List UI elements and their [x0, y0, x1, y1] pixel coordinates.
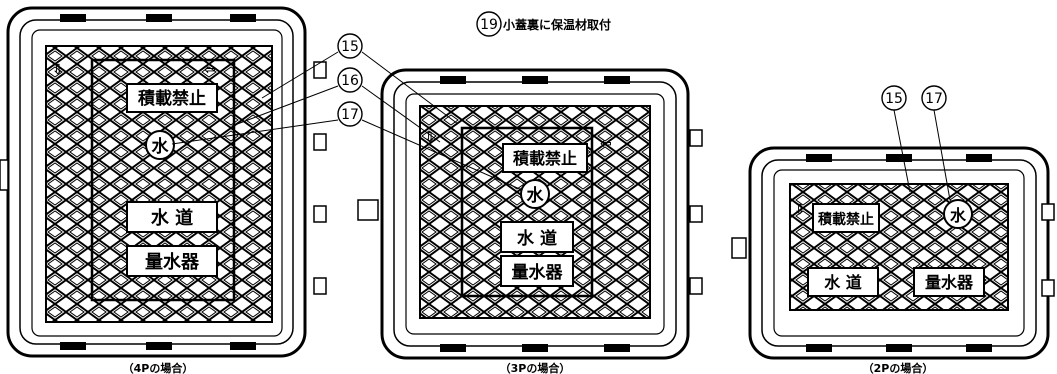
box-3p-water-symbol-ring: [520, 179, 550, 209]
callout-17-circle: [337, 101, 363, 127]
box-2p-plate-no-load-bg: [812, 203, 880, 233]
box-3p-rim: [405, 93, 665, 335]
box-4p-plate-meter-bg: [126, 245, 218, 277]
box-4p-down-arrow: ⇩: [52, 62, 64, 78]
box-4p-plate-no-load: 積載禁止: [138, 88, 206, 109]
box-3p: ⇩ ⇦ 積載禁止 水 水 道 量水器 （3Pの場合）: [357, 68, 703, 374]
box-2p-plate-water-supply: 水 道: [824, 273, 862, 292]
box-4p-plate-meter: 量水器: [145, 251, 200, 273]
box-4p-top-tabs: [60, 14, 256, 350]
box-3p-left-arrow: ⇦: [600, 136, 612, 152]
caption-2p: （2Pの場合）: [863, 361, 934, 374]
box-2p: ⇩ 積載禁止 水 水 道 量水器 （2Pの場合）: [731, 146, 1055, 374]
box-4p-water-symbol: 水: [152, 136, 170, 157]
callout-2p-17: 17: [925, 91, 943, 107]
callout-16-circle: [337, 67, 363, 93]
box-3p-outer-frame: [380, 68, 690, 360]
caption-4p: （4Pの場合）: [123, 361, 194, 374]
box-2p-plate-meter: 量水器: [925, 273, 974, 292]
box-4p-water-symbol-ring: [145, 130, 175, 160]
note-number-circle: [476, 11, 502, 37]
note-19: 19 小蓋裏に保温材取付: [476, 11, 611, 37]
box-3p-plate-water-supply-bg: [500, 221, 574, 253]
box-4p-rim: [31, 29, 283, 337]
box-2p-down-arrow: ⇩: [794, 202, 806, 218]
callouts-left: 15 16 17: [171, 33, 523, 191]
box-2p-water-symbol: 水: [950, 206, 967, 225]
caption-3p: （3Pの場合）: [500, 361, 571, 374]
box-2p-water-symbol-ring: [943, 199, 973, 229]
box-4p-left-arrow: ⇦: [204, 62, 216, 78]
box-2p-top-tabs: [806, 154, 992, 352]
callout-15-circle: [337, 33, 363, 59]
note-number: 19: [480, 17, 498, 33]
callout-2p-15: 15: [885, 91, 903, 107]
box-4p: ⇩ ⇦ 積載禁止 水 水 道 量水器 （4Pの場合）: [0, 6, 327, 374]
box-2p-side-lugs: [731, 203, 1055, 297]
note-text: 小蓋裏に保温材取付: [503, 17, 611, 32]
callout-15: 15: [341, 39, 359, 55]
box-4p-plate-water-supply: 水 道: [151, 207, 193, 229]
callout-17: 17: [341, 107, 359, 123]
box-3p-plate-no-load: 積載禁止: [512, 149, 577, 168]
callout-16: 16: [341, 73, 359, 89]
box-2p-outer-frame: [748, 146, 1050, 360]
box-3p-plate-meter: 量水器: [512, 262, 564, 283]
callout-2p-15-circle: [881, 85, 907, 111]
box-3p-plate-no-load-bg: [502, 143, 588, 173]
box-3p-side-lugs: [357, 129, 703, 295]
box-2p-rim: [773, 169, 1025, 337]
box-2p-plate-water-supply-bg: [807, 267, 879, 297]
box-3p-plate-water-supply: 水 道: [517, 228, 557, 249]
box-3p-plate-meter-bg: [500, 255, 574, 287]
box-3p-down-arrow: ⇩: [424, 130, 436, 146]
callouts-2p: 15 17: [881, 85, 951, 201]
box-4p-side-lugs: [0, 61, 327, 295]
box-3p-water-symbol: 水: [527, 185, 545, 206]
box-2p-plate-no-load: 積載禁止: [817, 211, 874, 228]
box-3p-top-tabs: [440, 76, 630, 352]
box-4p-plate-water-supply-bg: [126, 201, 218, 233]
box-2p-plate-meter-bg: [913, 267, 985, 297]
box-4p-plate-no-load-bg: [126, 83, 218, 113]
callout-2p-17-circle: [921, 85, 947, 111]
